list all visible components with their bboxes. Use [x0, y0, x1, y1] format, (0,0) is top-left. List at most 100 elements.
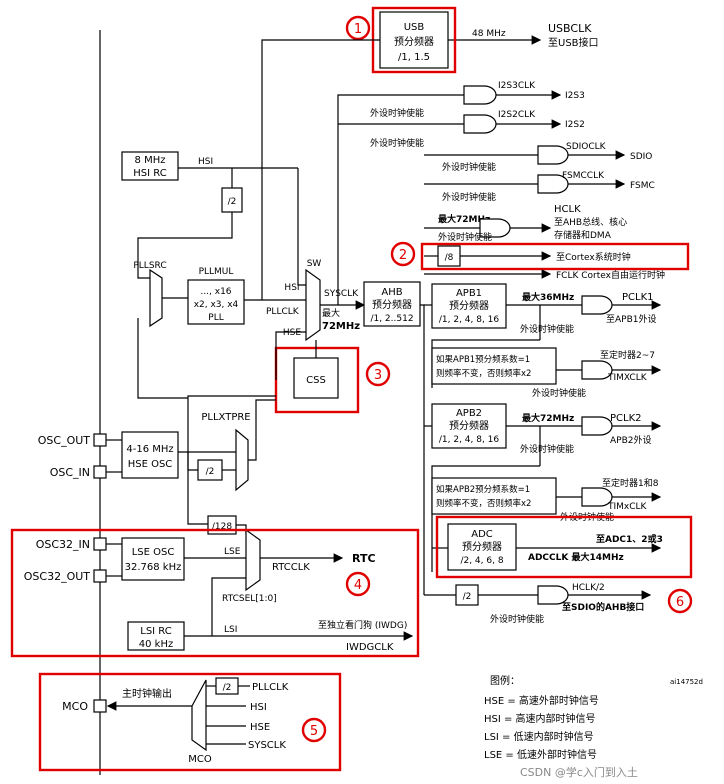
rtcsel-label: RTCSEL[1:0] — [222, 594, 277, 604]
osc32-in-label: OSC32_IN — [36, 538, 90, 551]
hse-div128: /128 — [212, 522, 232, 532]
tim2-note-box — [431, 477, 557, 515]
mco-mux-label: MCO — [188, 754, 212, 765]
i2s2-label: I2S2 — [565, 120, 585, 130]
hclk-label: HCLK — [554, 204, 581, 215]
lse-l2: 32.768 kHz — [125, 562, 182, 573]
hsi-l2: HSI RC — [133, 168, 166, 179]
callout-1: 1 — [354, 22, 362, 37]
mco-sysclk: SYSCLK — [248, 740, 286, 751]
callout-5: 5 — [310, 724, 318, 739]
callout-box-6-area — [435, 515, 693, 579]
pll-l2: x2, x3, x4 — [194, 300, 239, 310]
pll-to-usb-wire — [261, 39, 380, 300]
osc32-in-pin — [93, 537, 107, 551]
adc-l3: /2, 4, 6, 8 — [460, 556, 503, 566]
pclk2-gate — [581, 416, 613, 436]
lsi-rc-block — [127, 621, 185, 651]
legend-hsi: HSI = 高速内部时钟信号 — [484, 712, 596, 725]
apb1-en: 外设时钟使能 — [520, 323, 574, 335]
pllsrc-mux — [149, 268, 163, 328]
callout-circle-4 — [345, 571, 371, 597]
hclk-l1: 至AHB总线、核心 — [554, 216, 627, 228]
callout-circle-1 — [345, 15, 371, 41]
hclk-max: 最大72MHz — [438, 213, 490, 225]
pclk1-label: PCLK1 — [622, 292, 654, 303]
lse-wire-label: LSE — [224, 547, 241, 557]
pll-block — [187, 279, 245, 325]
tim2-dest: 至定时器1和8 — [602, 477, 659, 489]
hclk-en: 外设时钟使能 — [438, 231, 492, 243]
hse-l2: HSE OSC — [128, 459, 173, 470]
legend-title: 图例： — [490, 674, 520, 687]
tim1-note1: 如果APB1预分频系数=1 — [436, 354, 530, 365]
pllmul-label: PLLMUL — [199, 267, 234, 277]
apb1-l3: /1, 2, 4, 8, 16 — [439, 315, 500, 325]
sw-max1: 最大 — [322, 307, 340, 319]
sdio-gate — [537, 145, 569, 165]
callout-box-4 — [10, 528, 420, 658]
lse-osc-block — [121, 537, 185, 581]
sw-label: SW — [307, 259, 322, 269]
callout-6: 6 — [676, 595, 684, 610]
i2s2-gate — [463, 114, 497, 134]
tim2-note2: 则频率不变，否则频率x2 — [436, 498, 531, 509]
tim2-clk: TIMxCLK — [607, 502, 648, 512]
i2s2clk-label: I2S2CLK — [498, 110, 536, 120]
i2s3-gate — [463, 85, 497, 105]
css-label: CSS — [306, 375, 326, 386]
usb-freq: 48 MHz — [472, 29, 506, 39]
figure-id: ai14752d — [670, 678, 703, 686]
mco-out-label: 主时钟输出 — [122, 687, 172, 700]
ahb-l1: AHB — [381, 287, 402, 298]
sysclk-label: SYSCLK — [324, 289, 359, 299]
callout-3: 3 — [374, 368, 382, 383]
sw-hse: HSE — [283, 328, 301, 338]
sw-max2: 72MHz — [322, 321, 360, 332]
lsi-l2: 40 kHz — [139, 639, 173, 650]
callout-circle-2 — [390, 241, 416, 267]
pllxtpre-mux — [235, 428, 249, 492]
adc-dest: 至ADC1、2或3 — [596, 533, 663, 545]
i2s3-label: I2S3 — [565, 91, 585, 101]
hclk-bus — [420, 304, 425, 595]
rtcsel-mux — [245, 528, 261, 592]
pclk1-gate — [581, 295, 613, 315]
sdio-label: SDIO — [630, 152, 652, 162]
osc-in-label: OSC_IN — [50, 466, 90, 479]
pclk2-label: PCLK2 — [610, 413, 642, 424]
adc-l1: ADC — [471, 529, 493, 540]
watermark: CSDN @学c入门到入土 — [520, 765, 638, 779]
ahb-prescaler-block — [363, 281, 421, 327]
apb1-prescaler-block — [431, 283, 507, 329]
tim2-gate — [581, 487, 613, 507]
usbclk-label: USBCLK — [548, 22, 592, 35]
i2s3clk-label: I2S3CLK — [498, 81, 536, 91]
mco-div2: /2 — [223, 683, 232, 693]
callout-circle-5 — [301, 717, 327, 743]
sdio-ahb-clk: HCLK/2 — [572, 583, 605, 593]
pll-l3: PLL — [208, 313, 223, 323]
apb2-max: 最大72MHz — [522, 412, 574, 424]
osc-in-pin — [93, 465, 107, 479]
apb2-dest: APB2外设 — [610, 434, 652, 446]
pllclk-label: PLLCLK — [266, 307, 300, 317]
callout-circle-3 — [365, 361, 391, 387]
hclk-l2: 存储器和DMA — [554, 229, 612, 241]
fsmc-gate — [537, 174, 569, 194]
fclk-label: FCLK Cortex自由运行时钟 — [556, 269, 665, 281]
sw-mux — [305, 268, 321, 342]
hclk-gate — [479, 218, 511, 238]
apb2-l3: /1, 2, 4, 8, 16 — [439, 435, 500, 445]
mco-pin — [93, 699, 107, 713]
sdio-ahb-div2: /2 — [463, 592, 472, 602]
hse-osc-block — [121, 431, 179, 479]
lse-l1: LSE OSC — [132, 547, 175, 558]
hse-div2: /2 — [206, 467, 215, 477]
iwdgclk-label: IWDGCLK — [346, 642, 394, 653]
cortex-dest: 至Cortex系统时钟 — [556, 251, 631, 263]
callout-box-2 — [420, 242, 690, 271]
fsmcclk-label: FSMCCLK — [562, 171, 605, 181]
